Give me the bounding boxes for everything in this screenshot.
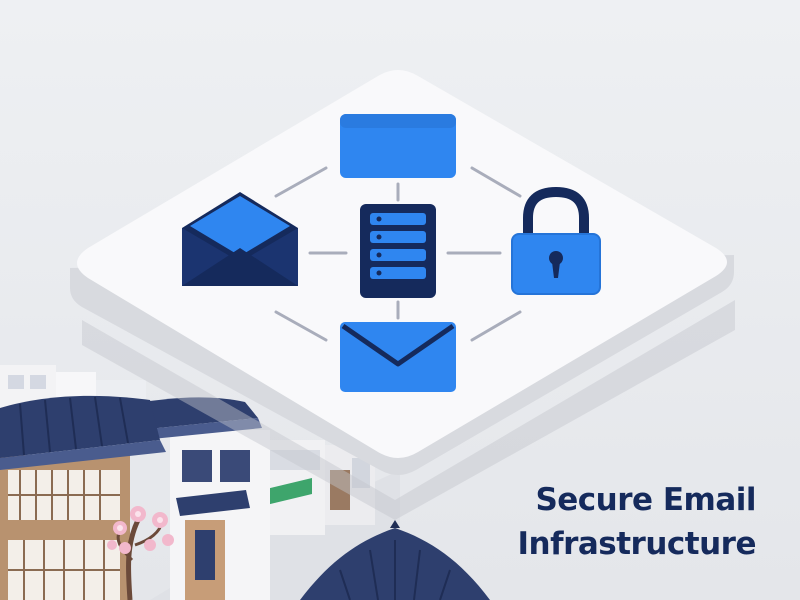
roof: [176, 490, 250, 516]
server-icon: [360, 204, 436, 298]
roof: [0, 395, 160, 458]
envelope-open-icon: [182, 192, 298, 286]
platform-shadow: [82, 300, 735, 520]
hanok-town: [0, 365, 490, 600]
connector: [274, 166, 328, 198]
connector: [470, 166, 522, 198]
roof-tiles: [339, 540, 451, 600]
lattice: [8, 540, 120, 600]
connector: [274, 310, 328, 342]
lock-icon: [511, 186, 601, 295]
headline-line-1: Secure Email: [535, 482, 756, 518]
blossom-highlights: [117, 511, 163, 531]
window: [352, 458, 370, 488]
connectors: [274, 166, 522, 342]
awning: [262, 478, 312, 506]
door: [330, 470, 350, 510]
door: [195, 530, 215, 580]
connector: [470, 310, 522, 342]
lattice: [8, 470, 120, 520]
envelope-icon: [340, 322, 456, 392]
roof-tiles: [19, 396, 129, 456]
headline: Secure Email Infrastructure: [456, 478, 756, 566]
window: [182, 450, 212, 482]
roof-ridge: [390, 520, 400, 528]
browser-window-icon: [340, 114, 456, 178]
window: [270, 450, 320, 470]
window: [8, 375, 24, 389]
headline-line-2: Infrastructure: [517, 526, 756, 562]
window: [220, 450, 250, 482]
window: [30, 375, 46, 389]
roof-edge: [0, 440, 166, 470]
